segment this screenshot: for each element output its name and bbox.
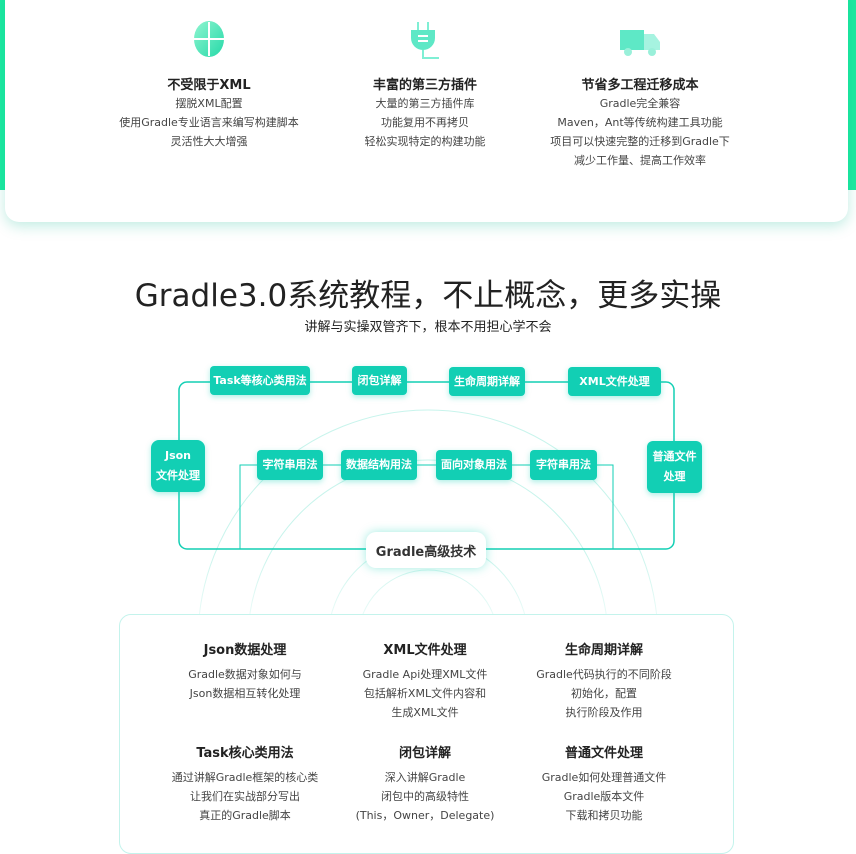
topic: Json数据处理 Gradle数据对象如何与 Json数据相互转化处理	[145, 639, 345, 703]
node-json-line: 文件处理	[156, 469, 200, 482]
feature-line: Gradle完全兼容	[599, 97, 681, 110]
features-card: 不受限于XML 摆脱XML配置 使用Gradle专业语言来编写构建脚本 灵活性大…	[5, 0, 848, 222]
feature-plugins: 丰富的第三方插件 大量的第三方插件库 功能复用不再拷贝 轻松实现特定的构建功能	[305, 0, 545, 151]
topic-title: Task核心类用法	[196, 746, 294, 761]
topic-line: 深入讲解Gradle	[384, 771, 466, 784]
topic-title: XML文件处理	[383, 643, 467, 658]
topics-card: Json数据处理 Gradle数据对象如何与 Json数据相互转化处理 XML文件处…	[119, 614, 734, 854]
plug-icon	[305, 20, 545, 60]
topic-line: 闭包中的高级特性	[381, 790, 469, 803]
feature-line: 摆脱XML配置	[175, 97, 243, 110]
topic-line: Json数据相互转化处理	[189, 687, 301, 700]
diagram-center: Gradle高级技术	[366, 532, 486, 568]
node-string-2: 字符串用法	[530, 450, 597, 480]
node-closure: 闭包详解	[352, 366, 407, 395]
node-task: Task等核心类用法	[210, 366, 310, 395]
topic-line: Gradle代码执行的不同阶段	[536, 668, 672, 681]
node-data-structure: 数据结构用法	[341, 450, 417, 480]
topic-line: Gradle版本文件	[563, 790, 645, 803]
topic-title: Json数据处理	[203, 643, 287, 658]
section-subtitle: 讲解与实操双管齐下，根本不用担心学不会	[304, 320, 552, 335]
section-title: Gradle3.0系统教程，不止概念，更多实操	[134, 278, 722, 314]
topic-title: 普通文件处理	[564, 746, 643, 761]
feature-title: 丰富的第三方插件	[372, 78, 477, 93]
feature-line: 使用Gradle专业语言来编写构建脚本	[119, 116, 299, 129]
topic-title: 生命周期详解	[564, 643, 643, 658]
feature-title: 节省多工程迁移成本	[581, 78, 699, 93]
topic: 普通文件处理 Gradle如何处理普通文件 Gradle版本文件下载和拷贝功能	[504, 742, 704, 825]
topic: Task核心类用法通过讲解Gradle框架的核心类让我们在实战部分写出真正的Gr…	[145, 742, 345, 825]
node-lifecycle: 生命周期详解	[449, 367, 525, 396]
topic: 闭包详解深入讲解Gradle 闭包中的高级特性 (This，Owner，Delega…	[325, 742, 525, 825]
topic-line: 包括解析XML文件内容和	[363, 687, 487, 700]
topic-title: 闭包详解	[398, 746, 451, 761]
node-oop: 面向对象用法	[436, 450, 512, 480]
topic-line: Gradle Api处理XML文件	[362, 668, 488, 681]
left-accent-bar	[0, 0, 8, 190]
feature-line: 减少工作量、提高工作效率	[574, 154, 706, 167]
node-xml: XML文件处理	[568, 367, 661, 396]
feature-title: 不受限于XML	[167, 78, 251, 93]
topic-line: 执行阶段及作用	[565, 706, 643, 719]
feature-xml: 不受限于XML 摆脱XML配置 使用Gradle专业语言来编写构建脚本 灵活性大…	[89, 0, 329, 151]
right-accent-bar	[848, 0, 856, 190]
feature-line: 功能复用不再拷贝	[381, 116, 469, 129]
topic: 生命周期详解 Gradle代码执行的不同阶段初始化，配置执行阶段及作用	[504, 639, 704, 722]
topic-line: 真正的Gradle脚本	[199, 809, 291, 822]
node-file: 普通文件处理	[647, 441, 702, 493]
topic-line: 通过讲解Gradle框架的核心类	[171, 771, 319, 784]
topic-line: Gradle数据对象如何与	[188, 668, 302, 681]
topic-line: 让我们在实战部分写出	[190, 790, 300, 803]
feature-line: 项目可以快速完整的迁移到Gradle下	[550, 135, 730, 148]
globe-icon	[89, 20, 329, 60]
topic-line: 初始化，配置	[571, 687, 637, 700]
truck-icon	[520, 20, 760, 60]
node-json: Json 文件处理	[151, 440, 205, 492]
topic-line: 生成XML文件	[391, 706, 459, 719]
topic-line: Gradle如何处理普通文件	[541, 771, 667, 784]
node-json-line: Json	[164, 449, 192, 462]
topic-line: 下载和拷贝功能	[565, 809, 643, 822]
node-string: 字符串用法	[257, 450, 323, 480]
feature-line: Maven，Ant等传统构建工具功能	[557, 116, 723, 129]
feature-line: 灵活性大大增强	[170, 135, 248, 148]
feature-line: 大量的第三方插件库	[375, 97, 475, 110]
node-file-line: 普通文件	[652, 450, 697, 463]
feature-line: 轻松实现特定的构建功能	[364, 135, 486, 148]
node-file-line: 处理	[663, 470, 686, 483]
topic-line: (This，Owner，Delegate)	[355, 809, 495, 822]
feature-migration: 节省多工程迁移成本 Gradle完全兼容 Maven，Ant等传统构建工具功能 …	[520, 0, 760, 170]
topic: XML文件处理 Gradle Api处理XML文件包括解析XML文件内容和生成XM…	[325, 639, 525, 722]
